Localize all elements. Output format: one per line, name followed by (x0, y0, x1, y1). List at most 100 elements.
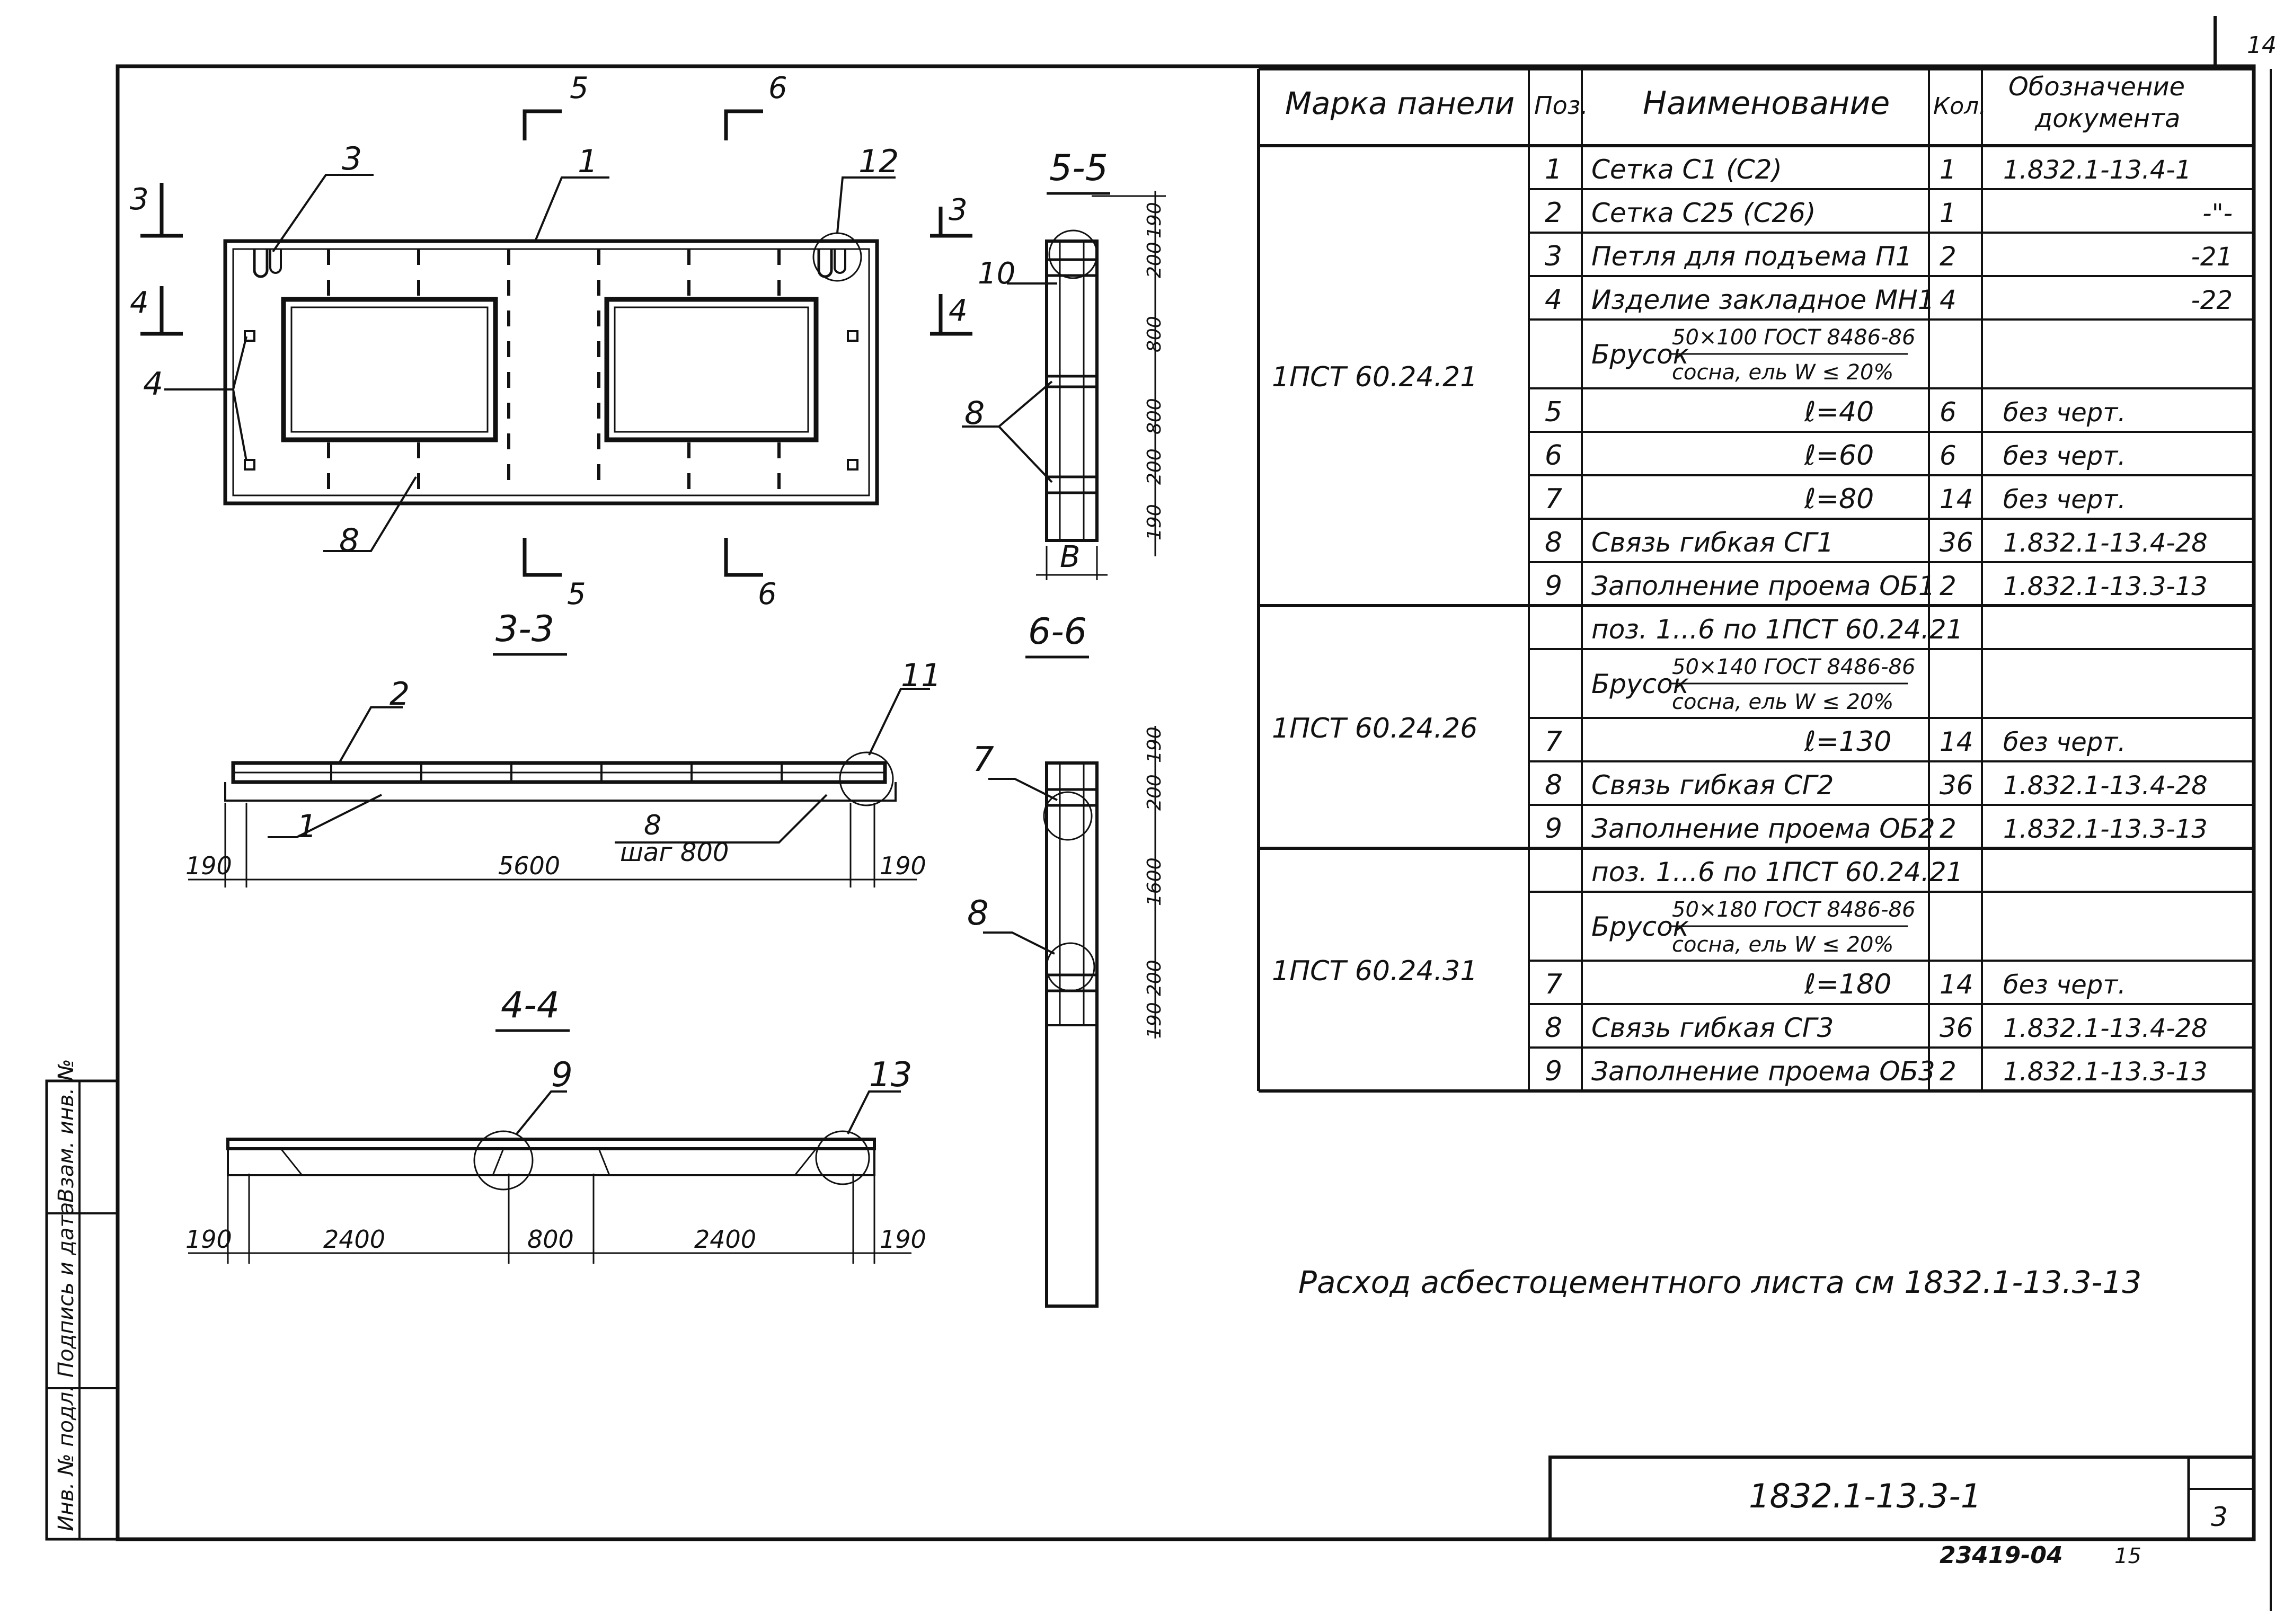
callout-4-elev: 4 (143, 366, 163, 403)
table-cell-qty: 2 (1940, 1056, 1956, 1087)
bottom-stamp: 23419-04 (1940, 1542, 2063, 1569)
table-cell-qty: 36 (1940, 770, 1973, 801)
table-cell-doc: -21 (2191, 242, 2233, 272)
table-cell-name: поз. 1...6 по 1ПСТ 60.24.21 (1591, 614, 1963, 645)
panel-elevation (223, 232, 879, 505)
dim-6-6-3: 200 (1144, 960, 1165, 996)
cut-label-3-right: 3 (949, 193, 968, 227)
table-cell-name: ℓ=180 (1804, 969, 1891, 1000)
table-cell-name: Связь гибкая СГ2 (1591, 770, 1834, 801)
spec-table: Марка панели Поз. Наименование Кол. Обоз… (1257, 67, 2254, 1093)
table-cell-frac-bot: сосна, ель W ≤ 20% (1672, 690, 1893, 714)
corner-page-number: 14 (2247, 32, 2277, 59)
table-cell-name: ℓ=130 (1804, 726, 1891, 758)
table-cell-doc: 1.832.1-13.3-13 (2003, 814, 2208, 844)
dim-6-6-4: 190 (1144, 1002, 1165, 1039)
dim-5-5-1: 200 (1144, 242, 1165, 278)
stamp-label-replace: Взам. инв. № (54, 1059, 78, 1203)
table-cell-pos: 7 (1545, 969, 1562, 1000)
dim-3-3-left: 190 (185, 851, 232, 880)
dim-4-4-left: 190 (185, 1225, 232, 1254)
table-cell-doc: без черт. (2003, 727, 2126, 757)
section-5-5-leaders (962, 282, 1057, 483)
table-cell-pos: 8 (1545, 1012, 1562, 1044)
table-cell-frac-top: 50×100 ГОСТ 8486-86 (1672, 325, 1915, 350)
material-note: Расход асбестоцементного листа см 1832.1… (1298, 1264, 2141, 1300)
table-cell-frac-top: 50×140 ГОСТ 8486-86 (1672, 655, 1915, 679)
table-cell-pos: 5 (1545, 396, 1562, 428)
table-cell-mark: 1ПСТ 60.24.21 (1272, 361, 1477, 393)
table-cell-doc: без черт. (2003, 970, 2126, 1000)
table-cell-name: Изделие закладное МН1 (1591, 285, 1935, 315)
section-cut-markers (140, 109, 972, 577)
title-block (1548, 1456, 2255, 1541)
table-cell-name: Брусок (1591, 669, 1689, 699)
table-cell-pos: 7 (1545, 483, 1562, 515)
table-cell-pos: 2 (1545, 197, 1562, 229)
table-cell-name: Сетка С25 (С26) (1591, 198, 1816, 228)
dim-5-5-0: 190 (1144, 202, 1165, 238)
cut-label-3-left: 3 (130, 182, 149, 217)
hdr-mark: Марка панели (1285, 85, 1515, 121)
cut-label-4-left: 4 (130, 286, 149, 320)
table-cell-pos: 1 (1545, 154, 1562, 185)
table-cell-doc: 1.832.1-13.4-28 (2003, 528, 2208, 558)
table-cell-frac-bot: сосна, ель W ≤ 20% (1672, 360, 1893, 385)
table-cell-mark: 1ПСТ 60.24.26 (1272, 713, 1477, 744)
table-cell-pos: 9 (1545, 813, 1562, 845)
rebar-count-3-3: 8 (644, 810, 661, 841)
stamp-label-inv: Инв. № подл. (54, 1385, 78, 1531)
callout-8-6-6: 8 (967, 894, 989, 933)
sheet-number: 3 (2211, 1502, 2228, 1532)
table-cell-pos: 8 (1545, 769, 1562, 801)
rebar-step-3-3: шаг 800 (620, 838, 729, 867)
section-title-4-4: 4-4 (501, 984, 560, 1026)
table-cell-name: поз. 1...6 по 1ПСТ 60.24.21 (1591, 857, 1963, 888)
table-cell-name: Брусок (1591, 911, 1689, 942)
hdr-doc-line2: документа (2034, 104, 2180, 134)
table-cell-qty: 14 (1940, 969, 1973, 1000)
bottom-stamp-extra: 15 (2114, 1544, 2141, 1568)
table-cell-doc: без черт. (2003, 398, 2126, 428)
table-cell-qty: 14 (1940, 484, 1973, 514)
table-cell-pos: 9 (1545, 570, 1562, 602)
table-cell-name: Сетка С1 (С2) (1591, 154, 1782, 185)
callout-8-elev: 8 (339, 522, 359, 559)
section-3-3-leaders (268, 688, 930, 844)
dim-4-4-right: 190 (880, 1225, 926, 1254)
section-4-4-leaders (516, 1090, 901, 1135)
table-cell-frac-top: 50×180 ГОСТ 8486-86 (1672, 898, 1915, 922)
dim-5-5-5: 190 (1144, 504, 1165, 540)
dim-4-4-c: 2400 (694, 1225, 756, 1254)
table-cell-doc: без черт. (2003, 485, 2126, 514)
table-cell-pos: 8 (1545, 527, 1562, 558)
table-cell-name: ℓ=60 (1804, 440, 1874, 472)
dim-6-6-1: 200 (1144, 774, 1165, 811)
table-cell-name: Брусок (1591, 339, 1689, 370)
table-cell-qty: 36 (1940, 527, 1973, 558)
stamp-label-sign: Подпись и дата (54, 1202, 78, 1378)
callout-13-4-4: 13 (869, 1055, 912, 1095)
table-cell-pos: 3 (1545, 241, 1562, 272)
table-cell-doc: 1.832.1-13.3-13 (2003, 572, 2208, 601)
sheet-frame (116, 16, 2272, 1611)
callout-8-5-5: 8 (964, 395, 985, 432)
table-cell-name: Петля для подъема П1 (1591, 241, 1913, 272)
callout-1-3-3: 1 (297, 808, 317, 845)
callout-12-elev: 12 (858, 143, 899, 180)
table-cell-qty: 1 (1940, 154, 1956, 185)
table-cell-name: ℓ=80 (1804, 483, 1874, 515)
dim-4-4-b: 800 (527, 1225, 574, 1254)
section-5-5 (1036, 191, 1166, 580)
table-cell-pos: 7 (1545, 726, 1562, 758)
cut-label-5-bot: 5 (567, 577, 586, 611)
table-cell-qty: 14 (1940, 726, 1973, 757)
table-cell-mark: 1ПСТ 60.24.31 (1272, 955, 1477, 987)
hdr-doc-line1: Обозначение (2008, 72, 2185, 102)
section-6-6 (1043, 726, 1156, 1308)
callout-2-3-3: 2 (389, 676, 410, 713)
dim-3-3-mid: 5600 (498, 851, 560, 880)
width-label-5-5: B (1060, 540, 1080, 574)
table-cell-pos: 6 (1545, 440, 1562, 472)
